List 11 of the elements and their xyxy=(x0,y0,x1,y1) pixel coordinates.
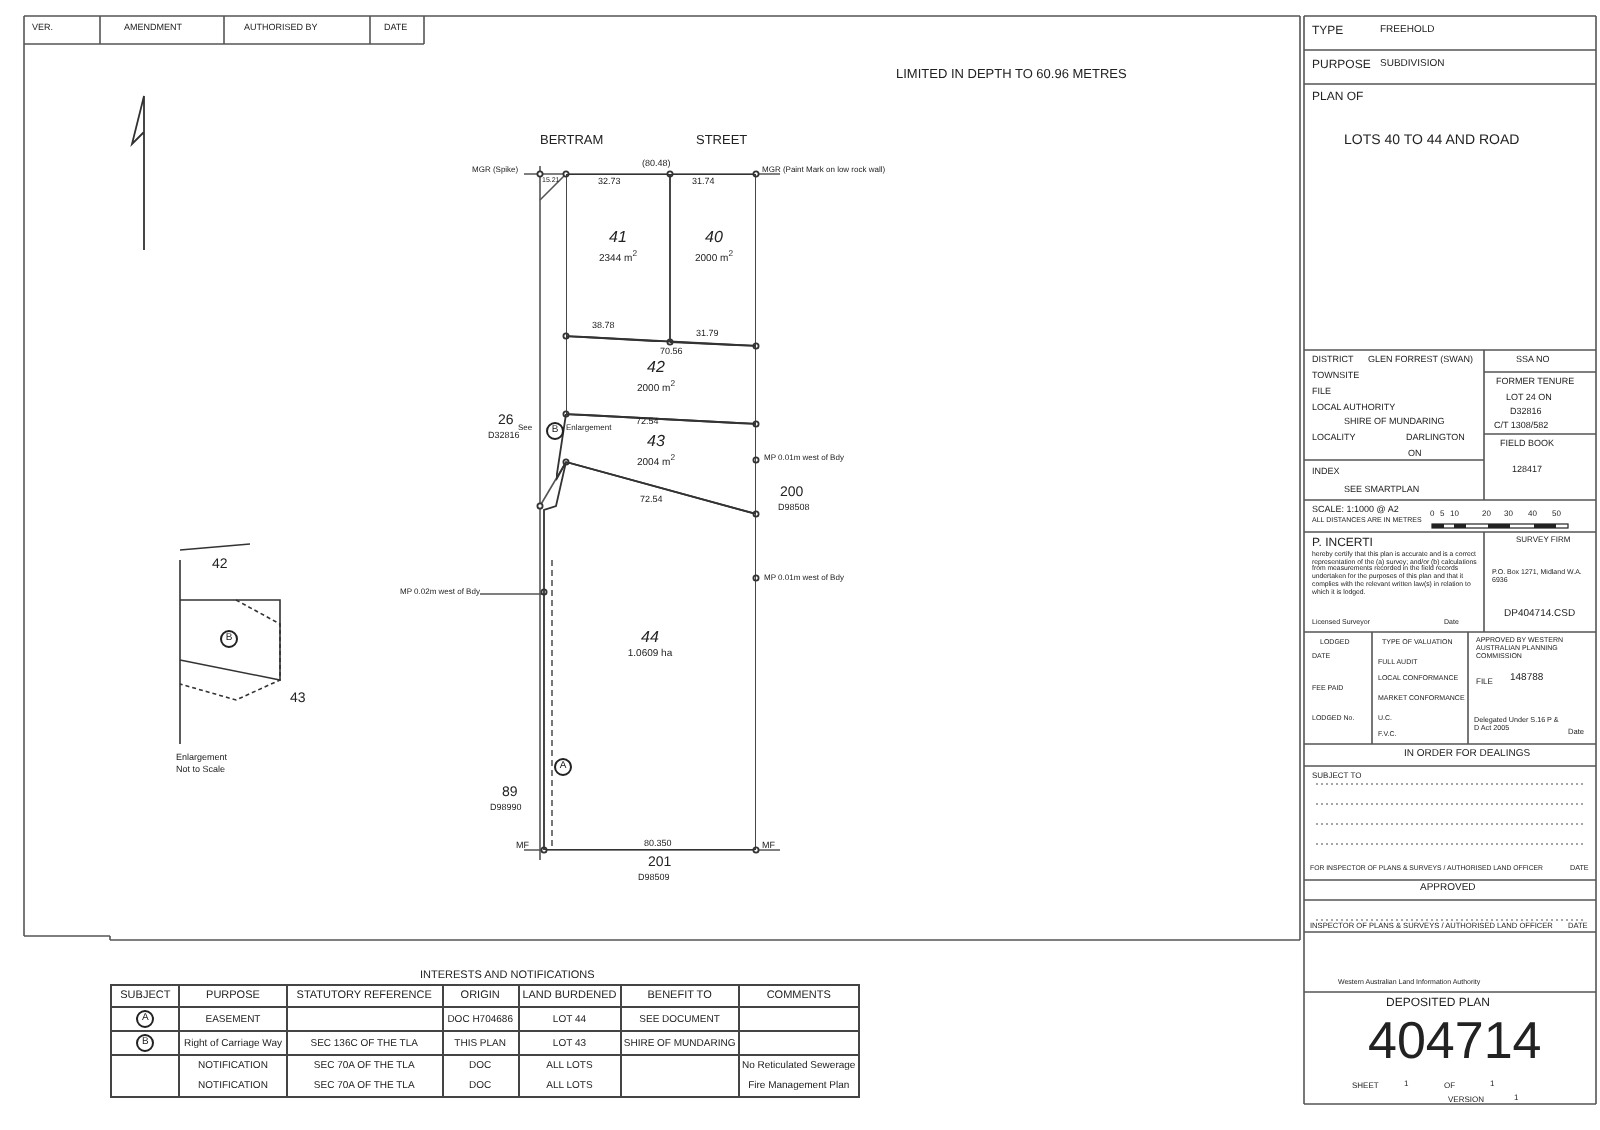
lot-parcel xyxy=(566,336,756,424)
lot-parcel xyxy=(540,462,756,850)
lot-parcel xyxy=(566,174,670,342)
lot-number: 41 xyxy=(607,230,629,248)
lot-number: 40 xyxy=(703,230,725,248)
lot-parcel xyxy=(670,174,756,346)
lot-number: 43 xyxy=(645,434,667,452)
lot-number: 42 xyxy=(645,360,667,378)
lot-parcel xyxy=(556,414,756,514)
lot-number: 44 xyxy=(639,630,661,648)
plan-number: 404714 xyxy=(1368,1014,1542,1066)
